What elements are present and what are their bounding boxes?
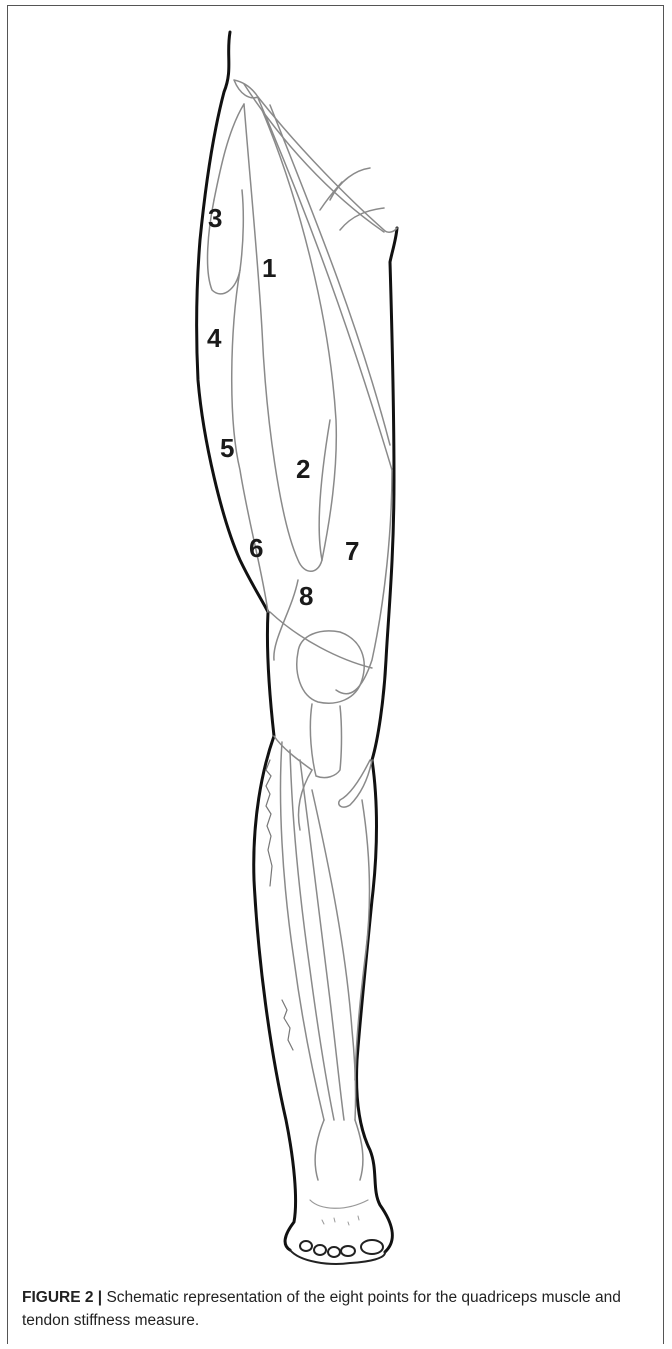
figure-label: FIGURE 2 |	[22, 1289, 102, 1306]
point-label-2: 2	[296, 454, 310, 484]
point-label-5: 5	[220, 433, 234, 463]
figure-caption-text: Schematic representation of the eight po…	[22, 1289, 621, 1329]
point-label-1: 1	[262, 253, 276, 283]
point-label-8: 8	[299, 581, 313, 611]
point-label-3: 3	[208, 203, 222, 233]
leg-illustration: 1 2 3 4 5 6 7 8	[0, 0, 672, 1270]
point-label-6: 6	[249, 533, 263, 563]
point-labels: 1 2 3 4 5 6 7 8	[207, 203, 359, 611]
figure-caption: FIGURE 2 | Schematic representation of t…	[22, 1286, 642, 1332]
point-label-7: 7	[345, 536, 359, 566]
muscle-lines	[208, 80, 397, 1180]
foot-drawing	[290, 1200, 385, 1264]
point-label-4: 4	[207, 323, 222, 353]
